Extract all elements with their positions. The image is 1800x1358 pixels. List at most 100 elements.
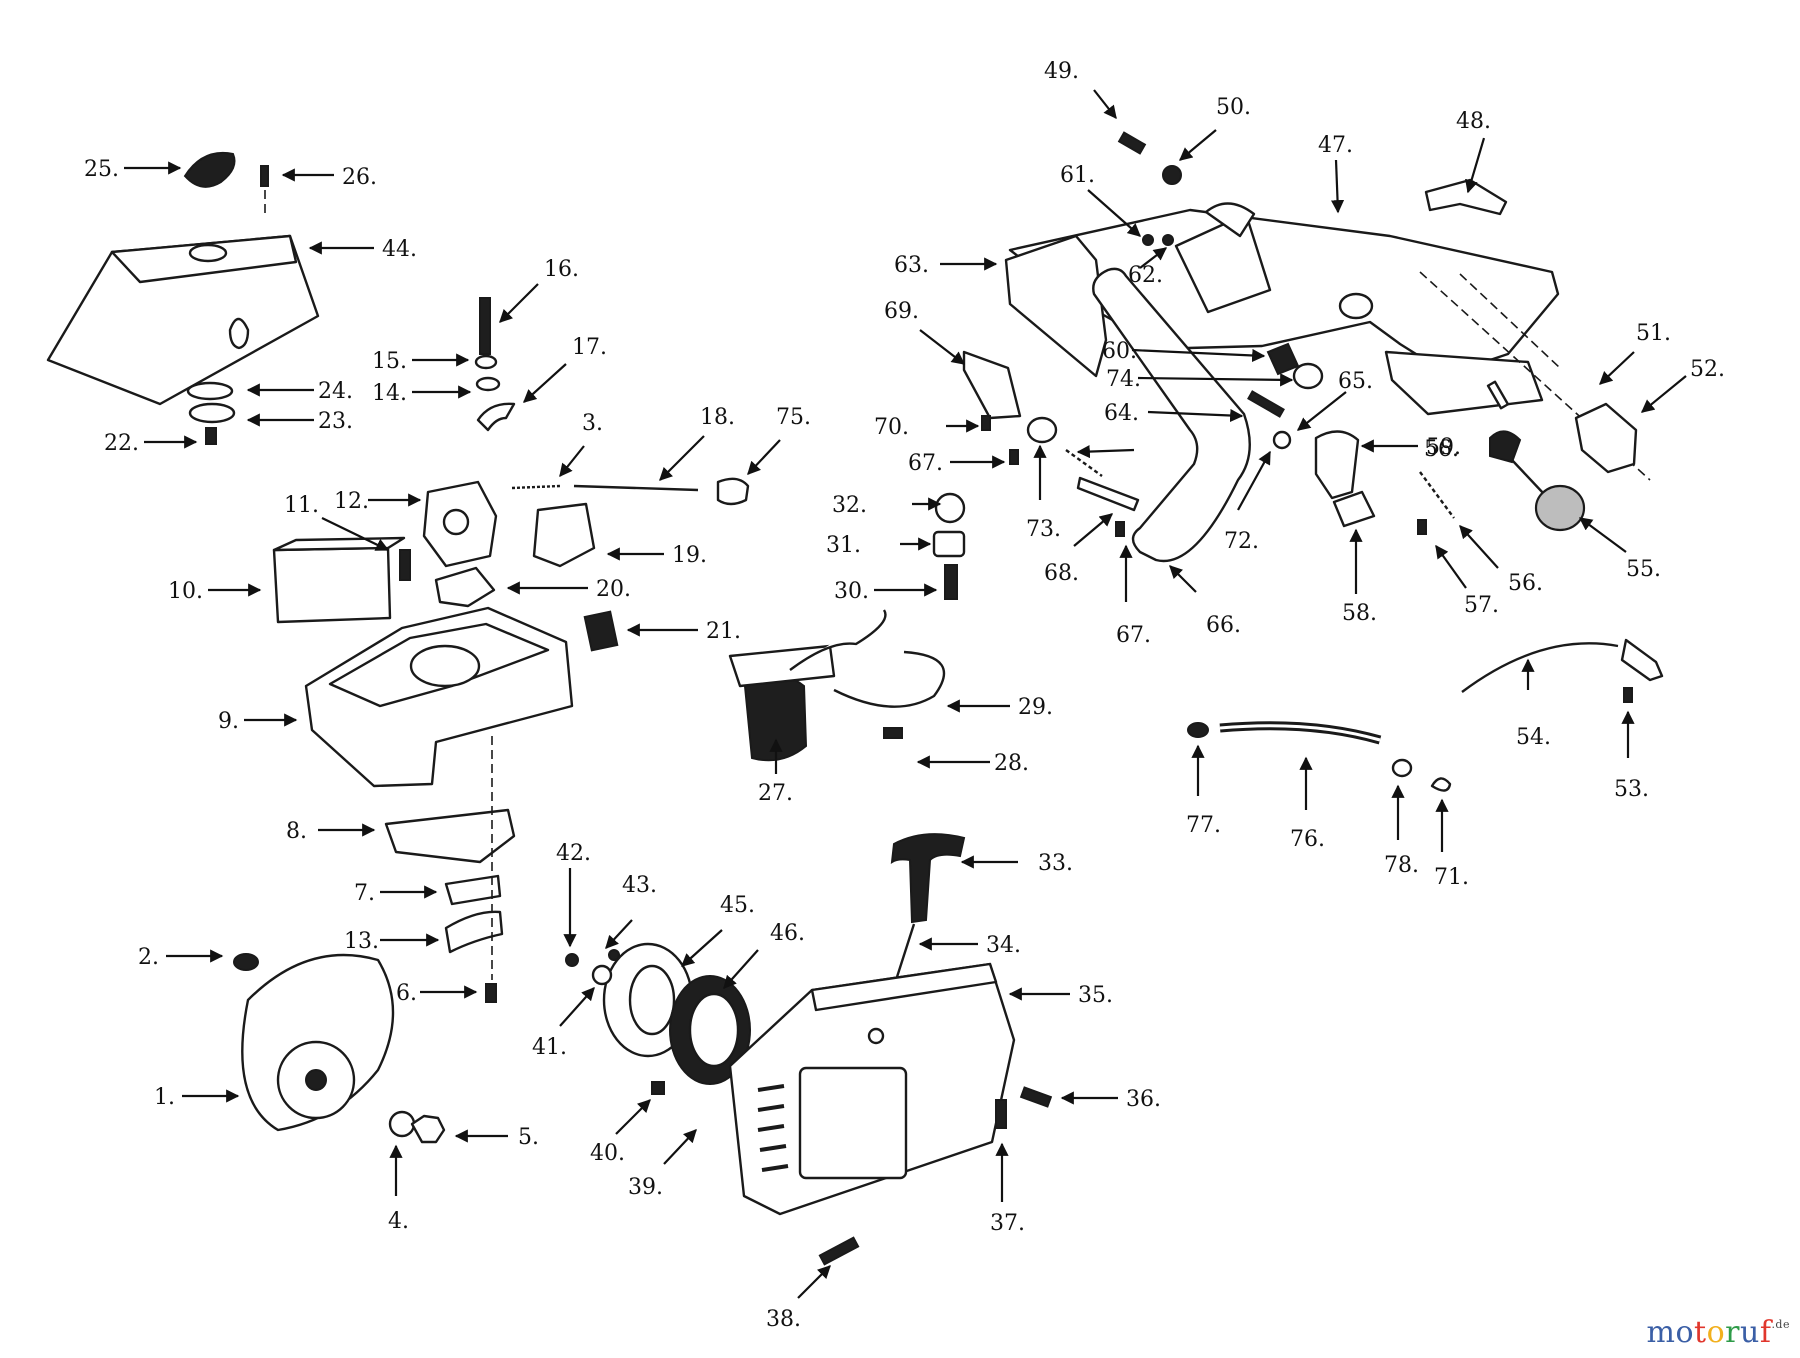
callout-38: 38. — [766, 1307, 801, 1332]
callout-5: 5. — [518, 1125, 539, 1150]
callout-45: 45. — [720, 893, 755, 918]
callout-53: 53. — [1614, 777, 1649, 802]
callout-22: 22. — [104, 431, 139, 456]
callout-19: 19. — [672, 543, 707, 568]
callout-68: 68. — [1044, 561, 1079, 586]
callout-46: 46. — [770, 921, 805, 946]
callout-17: 17. — [572, 335, 607, 360]
callout-40: 40. — [590, 1141, 625, 1166]
knob-drawing — [183, 152, 236, 188]
callout-29: 29. — [1018, 695, 1053, 720]
callout-49: 49. — [1044, 59, 1079, 84]
callout-69: 69. — [884, 299, 919, 324]
callout-47: 47. — [1318, 133, 1353, 158]
air-box-cover-drawing — [46, 234, 320, 406]
callout-65: 65. — [1338, 369, 1373, 394]
brand-letter: f — [1759, 1315, 1772, 1350]
callout-42: 42. — [556, 841, 591, 866]
callout-74: 74. — [1106, 367, 1141, 392]
callout-73: 73. — [1026, 517, 1061, 542]
callout-58: 58. — [1342, 601, 1377, 626]
callout-20: 20. — [596, 577, 631, 602]
air-box-drawing — [304, 606, 574, 788]
callout-48: 48. — [1456, 109, 1491, 134]
callout-44: 44. — [382, 237, 417, 262]
callout-10: 10. — [168, 579, 203, 604]
brand-letter: u — [1740, 1315, 1760, 1350]
callout-55: 55. — [1626, 557, 1661, 582]
callout-62: 62. — [1128, 263, 1163, 288]
starter-grip-drawing — [890, 833, 966, 924]
starter-housing-drawing — [728, 962, 1016, 1216]
brand-watermark: motoruf.de — [1647, 1315, 1790, 1350]
callout-27: 27. — [758, 781, 793, 806]
callout-26: 26. — [342, 165, 377, 190]
screw-26-drawing — [260, 165, 269, 187]
callout-78: 78. — [1384, 853, 1419, 878]
callout-21: 21. — [706, 619, 741, 644]
callout-41: 41. — [532, 1035, 567, 1060]
callout-14: 14. — [372, 381, 407, 406]
callout-1: 1. — [154, 1085, 175, 1110]
callout-59: 59. — [1426, 435, 1461, 460]
callout-18: 18. — [700, 405, 735, 430]
callout-54: 54. — [1516, 725, 1551, 750]
callout-7: 7. — [354, 881, 375, 906]
callout-28: 28. — [994, 751, 1029, 776]
ignition-module-drawing — [728, 609, 946, 762]
callout-70: 70. — [874, 415, 909, 440]
callout-37: 37. — [990, 1211, 1025, 1236]
callout-36: 36. — [1126, 1087, 1161, 1112]
callout-72: 72. — [1224, 529, 1259, 554]
brand-letter: t — [1694, 1315, 1707, 1350]
callout-32: 32. — [832, 493, 867, 518]
hand-guard-drawing — [1004, 234, 1108, 378]
brand-word: motoruf — [1647, 1315, 1772, 1350]
front-handle-drawing — [1092, 267, 1251, 563]
callout-31: 31. — [826, 533, 861, 558]
callout-35: 35. — [1078, 983, 1113, 1008]
callout-66: 66. — [1206, 613, 1241, 638]
callout-61: 61. — [1060, 163, 1095, 188]
callout-arrows — [124, 89, 1687, 1299]
callout-77: 77. — [1186, 813, 1221, 838]
callout-8: 8. — [286, 819, 307, 844]
brand-letter: o — [1675, 1315, 1695, 1350]
callout-25: 25. — [84, 157, 119, 182]
callout-43: 43. — [622, 873, 657, 898]
callout-52: 52. — [1690, 357, 1725, 382]
gasket-8-drawing — [384, 808, 516, 864]
callout-13: 13. — [344, 929, 379, 954]
callout-71: 71. — [1434, 865, 1469, 890]
callout-9: 9. — [218, 709, 239, 734]
callout-57: 57. — [1464, 593, 1499, 618]
air-filter-drawing — [272, 536, 406, 624]
callout-75: 75. — [776, 405, 811, 430]
callout-12: 12. — [334, 489, 369, 514]
callout-51: 51. — [1636, 321, 1671, 346]
callout-76: 76. — [1290, 827, 1325, 852]
callout-labels: 1. 2. 3. 4. 5. 6. 7. 8. 9. 10. 11. 12. 1… — [84, 59, 1725, 1332]
callout-16: 16. — [544, 257, 579, 282]
part-drawings — [46, 131, 1664, 1266]
callout-56b: 56. — [1508, 571, 1543, 596]
callout-63: 63. — [894, 253, 929, 278]
callout-33: 33. — [1038, 851, 1073, 876]
flywheel-drawing — [241, 953, 395, 1132]
callout-23: 23. — [318, 409, 353, 434]
callout-64: 64. — [1104, 401, 1139, 426]
callout-15: 15. — [372, 349, 407, 374]
adapter-drawing — [532, 502, 596, 568]
carburetor-drawing — [422, 480, 498, 568]
brand-suffix: .de — [1771, 1318, 1790, 1331]
callout-30: 30. — [834, 579, 869, 604]
callout-3: 3. — [582, 411, 603, 436]
callout-2: 2. — [138, 945, 159, 970]
brand-letter: r — [1725, 1315, 1740, 1350]
callout-39: 39. — [628, 1175, 663, 1200]
callout-24: 24. — [318, 379, 353, 404]
callout-11: 11. — [284, 493, 319, 518]
callout-60: 60. — [1102, 339, 1137, 364]
callout-56: 56. — [1424, 437, 1459, 462]
brand-letter: m — [1646, 1315, 1676, 1350]
